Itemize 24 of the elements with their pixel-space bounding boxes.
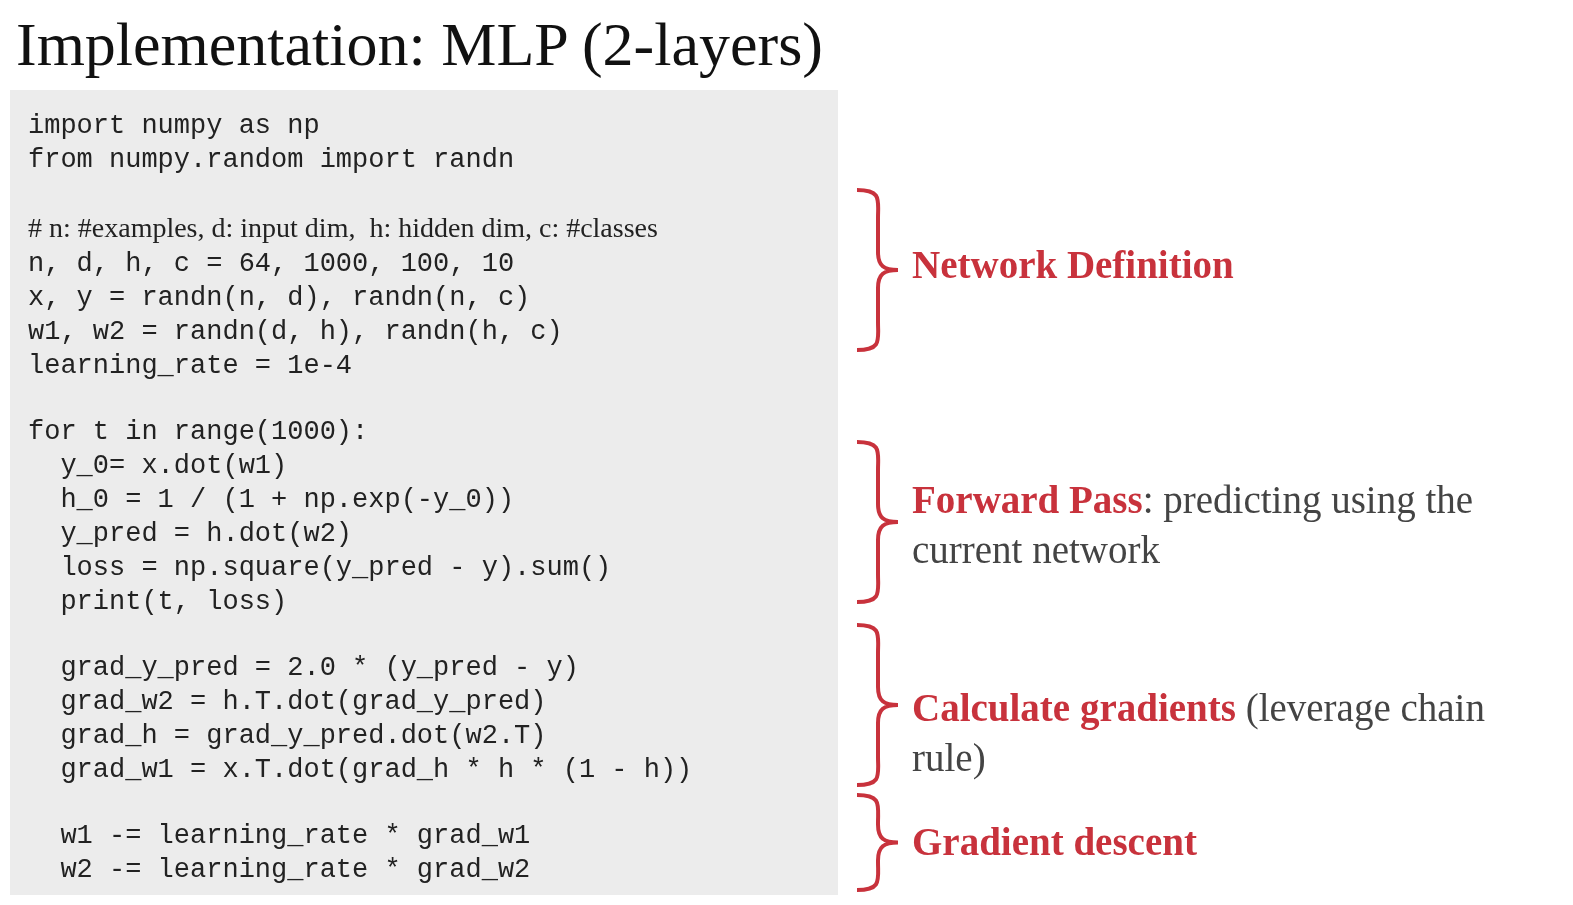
code-line: loss = np.square(y_pred - y).sum()	[59, 552, 612, 584]
slide-title: Implementation: MLP (2-layers)	[16, 9, 823, 80]
annotation-text: Calculate gradients (leverage chain rule)	[912, 685, 1486, 782]
code-line: import numpy as np	[28, 110, 320, 142]
code-line: learning_rate = 1e-4	[28, 350, 353, 382]
code-line: from numpy.random import randn	[28, 144, 515, 176]
code-line: grad_y_pred = 2.0 * (y_pred - y)	[59, 652, 579, 684]
code-line: y_0= x.dot(w1)	[59, 450, 288, 482]
annotation-text: Gradient descent	[912, 819, 1198, 865]
annotation-text: Forward Pass: predicting using the current network	[912, 477, 1475, 573]
code-line: w1, w2 = randn(d, h), randn(h, c)	[28, 316, 563, 348]
code-line: y_pred = h.dot(w2)	[59, 518, 353, 550]
code-line: # n: #examples, d: input dim, h: hidden dim, c: #classes	[28, 212, 658, 244]
code-line: h_0 = 1 / (1 + np.exp(-y_0))	[59, 484, 515, 516]
code-line: n, d, h, c = 64, 1000, 100, 10	[28, 248, 515, 280]
code-line: w1 -= learning_rate * grad_w1	[59, 820, 531, 852]
code-line: w2 -= learning_rate * grad_w2	[59, 854, 531, 886]
code-line: grad_w2 = h.T.dot(grad_y_pred)	[59, 686, 547, 718]
code-line: print(t, loss)	[59, 586, 288, 618]
code-line: x, y = randn(n, d), randn(n, c)	[28, 282, 531, 314]
code-line: for t in range(1000):	[28, 416, 369, 448]
annotation-text: Network Definition	[912, 242, 1235, 288]
code-line: grad_h = grad_y_pred.dot(w2.T)	[59, 720, 547, 752]
code-line: grad_w1 = x.T.dot(grad_h * h * (1 - h))	[59, 754, 693, 786]
